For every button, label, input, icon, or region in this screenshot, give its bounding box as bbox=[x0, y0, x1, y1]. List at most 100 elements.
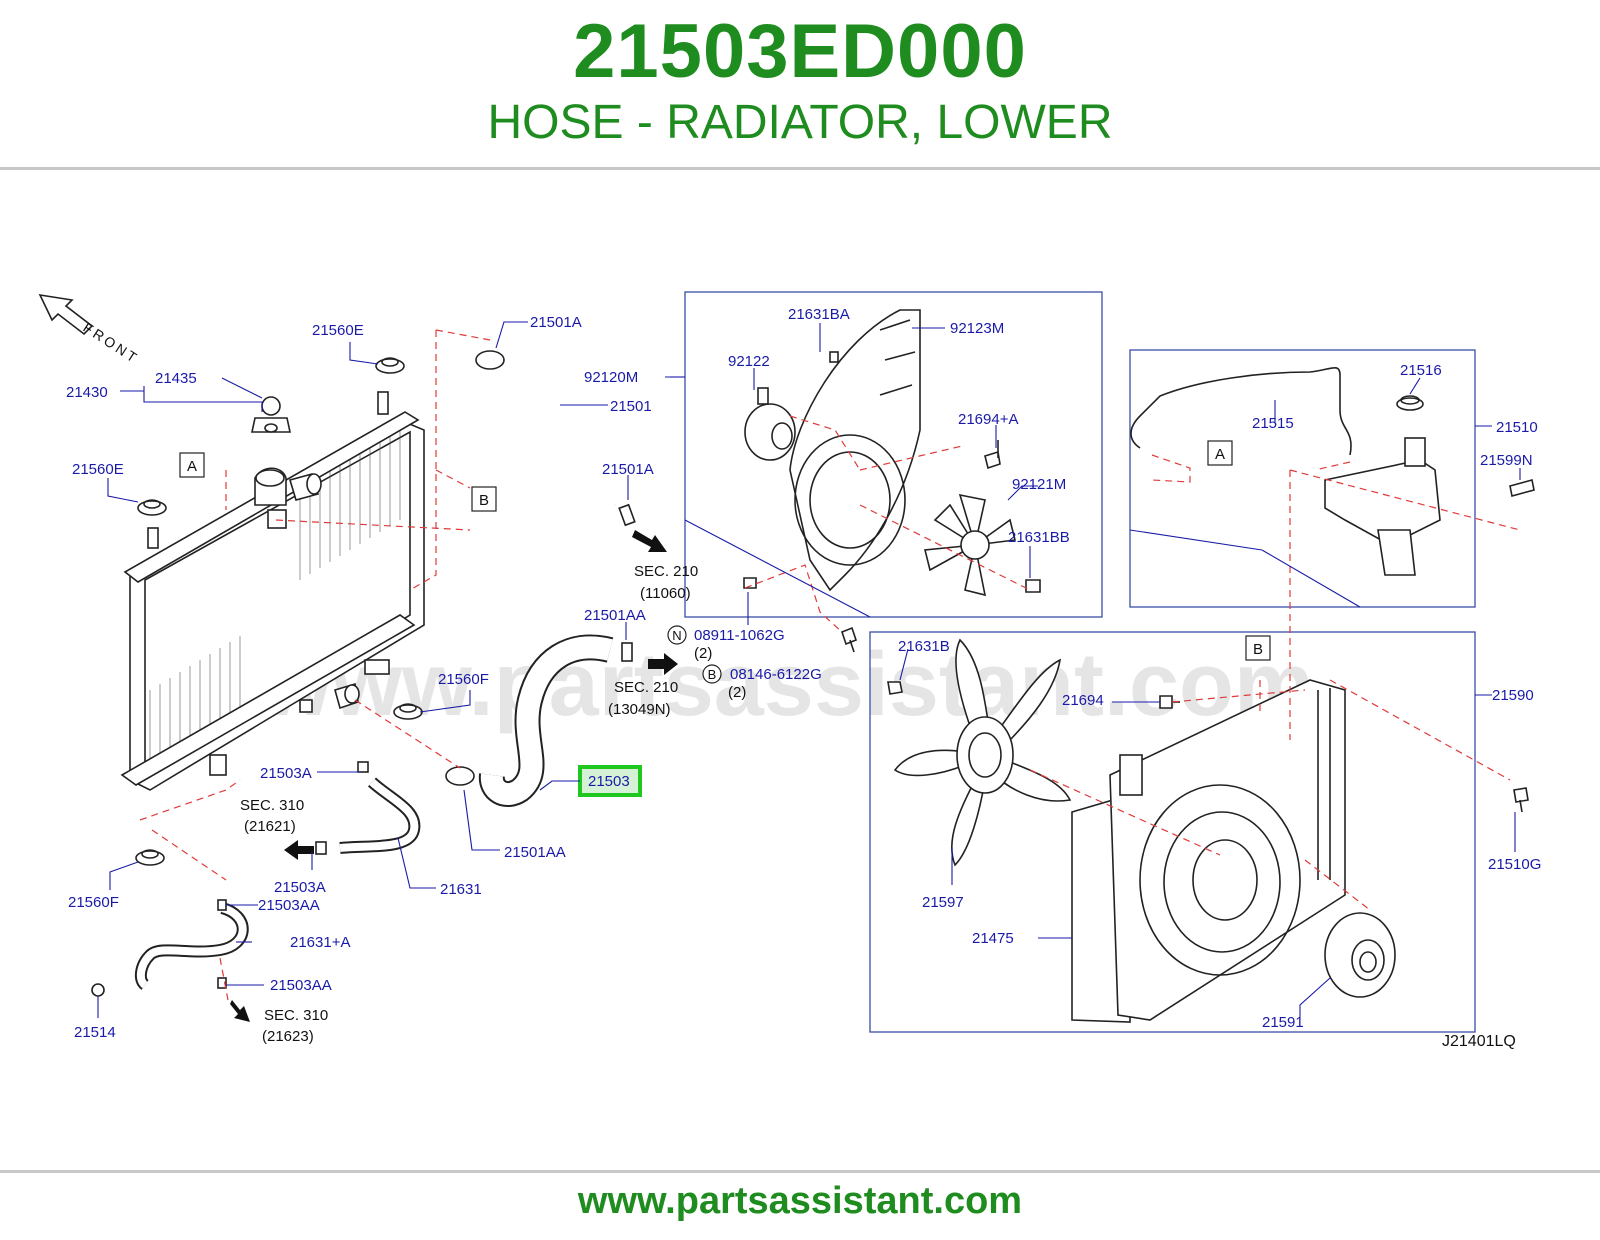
label-21503AA-2[interactable]: 21503AA bbox=[270, 977, 332, 994]
label-21599N[interactable]: 21599N bbox=[1480, 452, 1533, 469]
fasteners-box3 bbox=[743, 577, 1529, 813]
label-21631BA[interactable]: 21631BA bbox=[788, 306, 850, 323]
label-21597[interactable]: 21597 bbox=[922, 894, 964, 911]
label-21515[interactable]: 21515 bbox=[1252, 415, 1294, 432]
svg-text:B: B bbox=[1253, 641, 1263, 658]
fan-21597-illustration bbox=[893, 638, 1072, 867]
svg-text:A: A bbox=[187, 458, 197, 475]
note-sec210-13049: SEC. 210 bbox=[614, 679, 678, 696]
label-21631B[interactable]: 21631B bbox=[898, 638, 950, 655]
label-21501AA-bot[interactable]: 21501AA bbox=[504, 844, 566, 861]
fan-motor-21591-illustration bbox=[1324, 912, 1396, 998]
label-21514[interactable]: 21514 bbox=[74, 1024, 116, 1041]
svg-text:B: B bbox=[708, 667, 717, 682]
note-code-13049: (13049N) bbox=[608, 701, 671, 718]
reservoir-cap-21516-illustration bbox=[1396, 395, 1424, 411]
label-21510[interactable]: 21510 bbox=[1496, 419, 1538, 436]
label-21503[interactable]: 21503 bbox=[588, 773, 630, 790]
label-21560E-top[interactable]: 21560E bbox=[312, 322, 364, 339]
grommet-21560F-right bbox=[393, 703, 423, 720]
label-21510G[interactable]: 21510G bbox=[1488, 856, 1541, 873]
front-label: FRONT bbox=[80, 319, 142, 367]
header-divider bbox=[0, 167, 1600, 170]
label-21501A-mid[interactable]: 21501A bbox=[602, 461, 654, 478]
label-08911-1062G[interactable]: 08911-1062G bbox=[694, 627, 785, 644]
label-plate-21599N-illustration bbox=[1509, 479, 1535, 497]
part-name-subtitle: HOSE - RADIATOR, LOWER bbox=[487, 96, 1113, 149]
label-21516[interactable]: 21516 bbox=[1400, 362, 1442, 379]
sec-arrow-icon-21621 bbox=[284, 840, 314, 860]
grommet-21560E-top bbox=[375, 357, 405, 374]
watermark-text: www.partsassistant.com bbox=[261, 635, 1314, 735]
note-sec310-21621: SEC. 310 bbox=[240, 797, 304, 814]
grommet-21560E-left bbox=[137, 499, 167, 516]
fan-motor-subassembly-box bbox=[684, 291, 1103, 618]
note-qty-b: (2) bbox=[728, 684, 746, 701]
label-21631-plus-a[interactable]: 21631+A bbox=[290, 934, 350, 951]
svg-text:B: B bbox=[479, 492, 489, 509]
label-08146-6122G[interactable]: 08146-6122G bbox=[730, 666, 822, 683]
label-92121M[interactable]: 92121M bbox=[1012, 476, 1066, 493]
small-hoses-illustration bbox=[91, 761, 421, 997]
highlighted-part-box[interactable] bbox=[578, 765, 642, 797]
label-92123M[interactable]: 92123M bbox=[950, 320, 1004, 337]
svg-text:N: N bbox=[672, 628, 681, 643]
part-number-title: 21503ED000 bbox=[573, 9, 1027, 94]
svg-text:A: A bbox=[1215, 446, 1225, 463]
label-21503AA-1[interactable]: 21503AA bbox=[258, 897, 320, 914]
label-21631BB[interactable]: 21631BB bbox=[1008, 529, 1070, 546]
note-sec310-21623: SEC. 310 bbox=[264, 1007, 328, 1024]
circle-ref-n: N bbox=[667, 625, 687, 645]
fan-92121M-illustration bbox=[923, 493, 1016, 597]
label-21503A-top[interactable]: 21503A bbox=[260, 765, 312, 782]
fan-shroud-21475-illustration bbox=[1071, 679, 1346, 1023]
footer-website-link[interactable]: www.partsassistant.com bbox=[577, 1180, 1023, 1222]
upper-hose-21501-illustration bbox=[475, 350, 636, 527]
label-21694[interactable]: 21694 bbox=[1062, 692, 1104, 709]
note-sec210-11060: SEC. 210 bbox=[634, 563, 698, 580]
label-21475[interactable]: 21475 bbox=[972, 930, 1014, 947]
lower-hose-21503-illustration bbox=[445, 634, 633, 807]
sec-arrow-icon-11060 bbox=[632, 530, 667, 552]
ref-box-a-left: A bbox=[179, 452, 205, 478]
grommet-21560F-bottom bbox=[135, 849, 165, 866]
note-qty-n: (2) bbox=[694, 645, 712, 662]
label-21560F-bot[interactable]: 21560F bbox=[68, 894, 119, 911]
label-21503A-bot[interactable]: 21503A bbox=[274, 879, 326, 896]
sec-arrow-icon-21623 bbox=[230, 1000, 250, 1022]
label-21560E-left[interactable]: 21560E bbox=[72, 461, 124, 478]
radiator-cap-illustration bbox=[251, 396, 291, 433]
label-21694-plus-a[interactable]: 21694+A bbox=[958, 411, 1018, 428]
label-21501[interactable]: 21501 bbox=[610, 398, 652, 415]
label-21590[interactable]: 21590 bbox=[1492, 687, 1534, 704]
nut-bolt-parts-box1 bbox=[829, 351, 1041, 593]
fan-motor-92122-illustration bbox=[744, 387, 796, 461]
note-code-21621: (21621) bbox=[244, 818, 296, 835]
reservoir-subassembly-box bbox=[1129, 349, 1476, 608]
circle-ref-b: B bbox=[702, 664, 722, 684]
label-92122[interactable]: 92122 bbox=[728, 353, 770, 370]
label-21501A-top[interactable]: 21501A bbox=[530, 314, 582, 331]
label-21631[interactable]: 21631 bbox=[440, 881, 482, 898]
fan-shroud-assembly-box bbox=[869, 631, 1476, 1033]
sec-arrow-icon-13049 bbox=[648, 653, 678, 675]
radiator-illustration bbox=[120, 391, 425, 791]
reservoir-tank-illustration bbox=[1324, 437, 1441, 576]
label-21591[interactable]: 21591 bbox=[1262, 1014, 1304, 1031]
label-21435[interactable]: 21435 bbox=[155, 370, 197, 387]
reservoir-tube-21515-illustration bbox=[1130, 367, 1352, 456]
note-code-21623: (21623) bbox=[262, 1028, 314, 1045]
ref-box-a-right: A bbox=[1207, 440, 1233, 466]
label-21430[interactable]: 21430 bbox=[66, 384, 108, 401]
header: 21503ED000 HOSE - RADIATOR, LOWER bbox=[0, 0, 1600, 170]
note-code-11060: (11060) bbox=[640, 585, 691, 602]
fan-shroud-92123M-illustration bbox=[789, 309, 921, 592]
diagram-code: J21401LQ bbox=[1442, 1033, 1516, 1050]
label-21501AA-top[interactable]: 21501AA bbox=[584, 607, 646, 624]
ref-box-b-left: B bbox=[471, 486, 497, 512]
label-21560F-right[interactable]: 21560F bbox=[438, 671, 489, 688]
label-92120M[interactable]: 92120M bbox=[584, 369, 638, 386]
front-arrow-icon bbox=[38, 293, 94, 336]
ref-box-b-right: B bbox=[1245, 635, 1271, 661]
